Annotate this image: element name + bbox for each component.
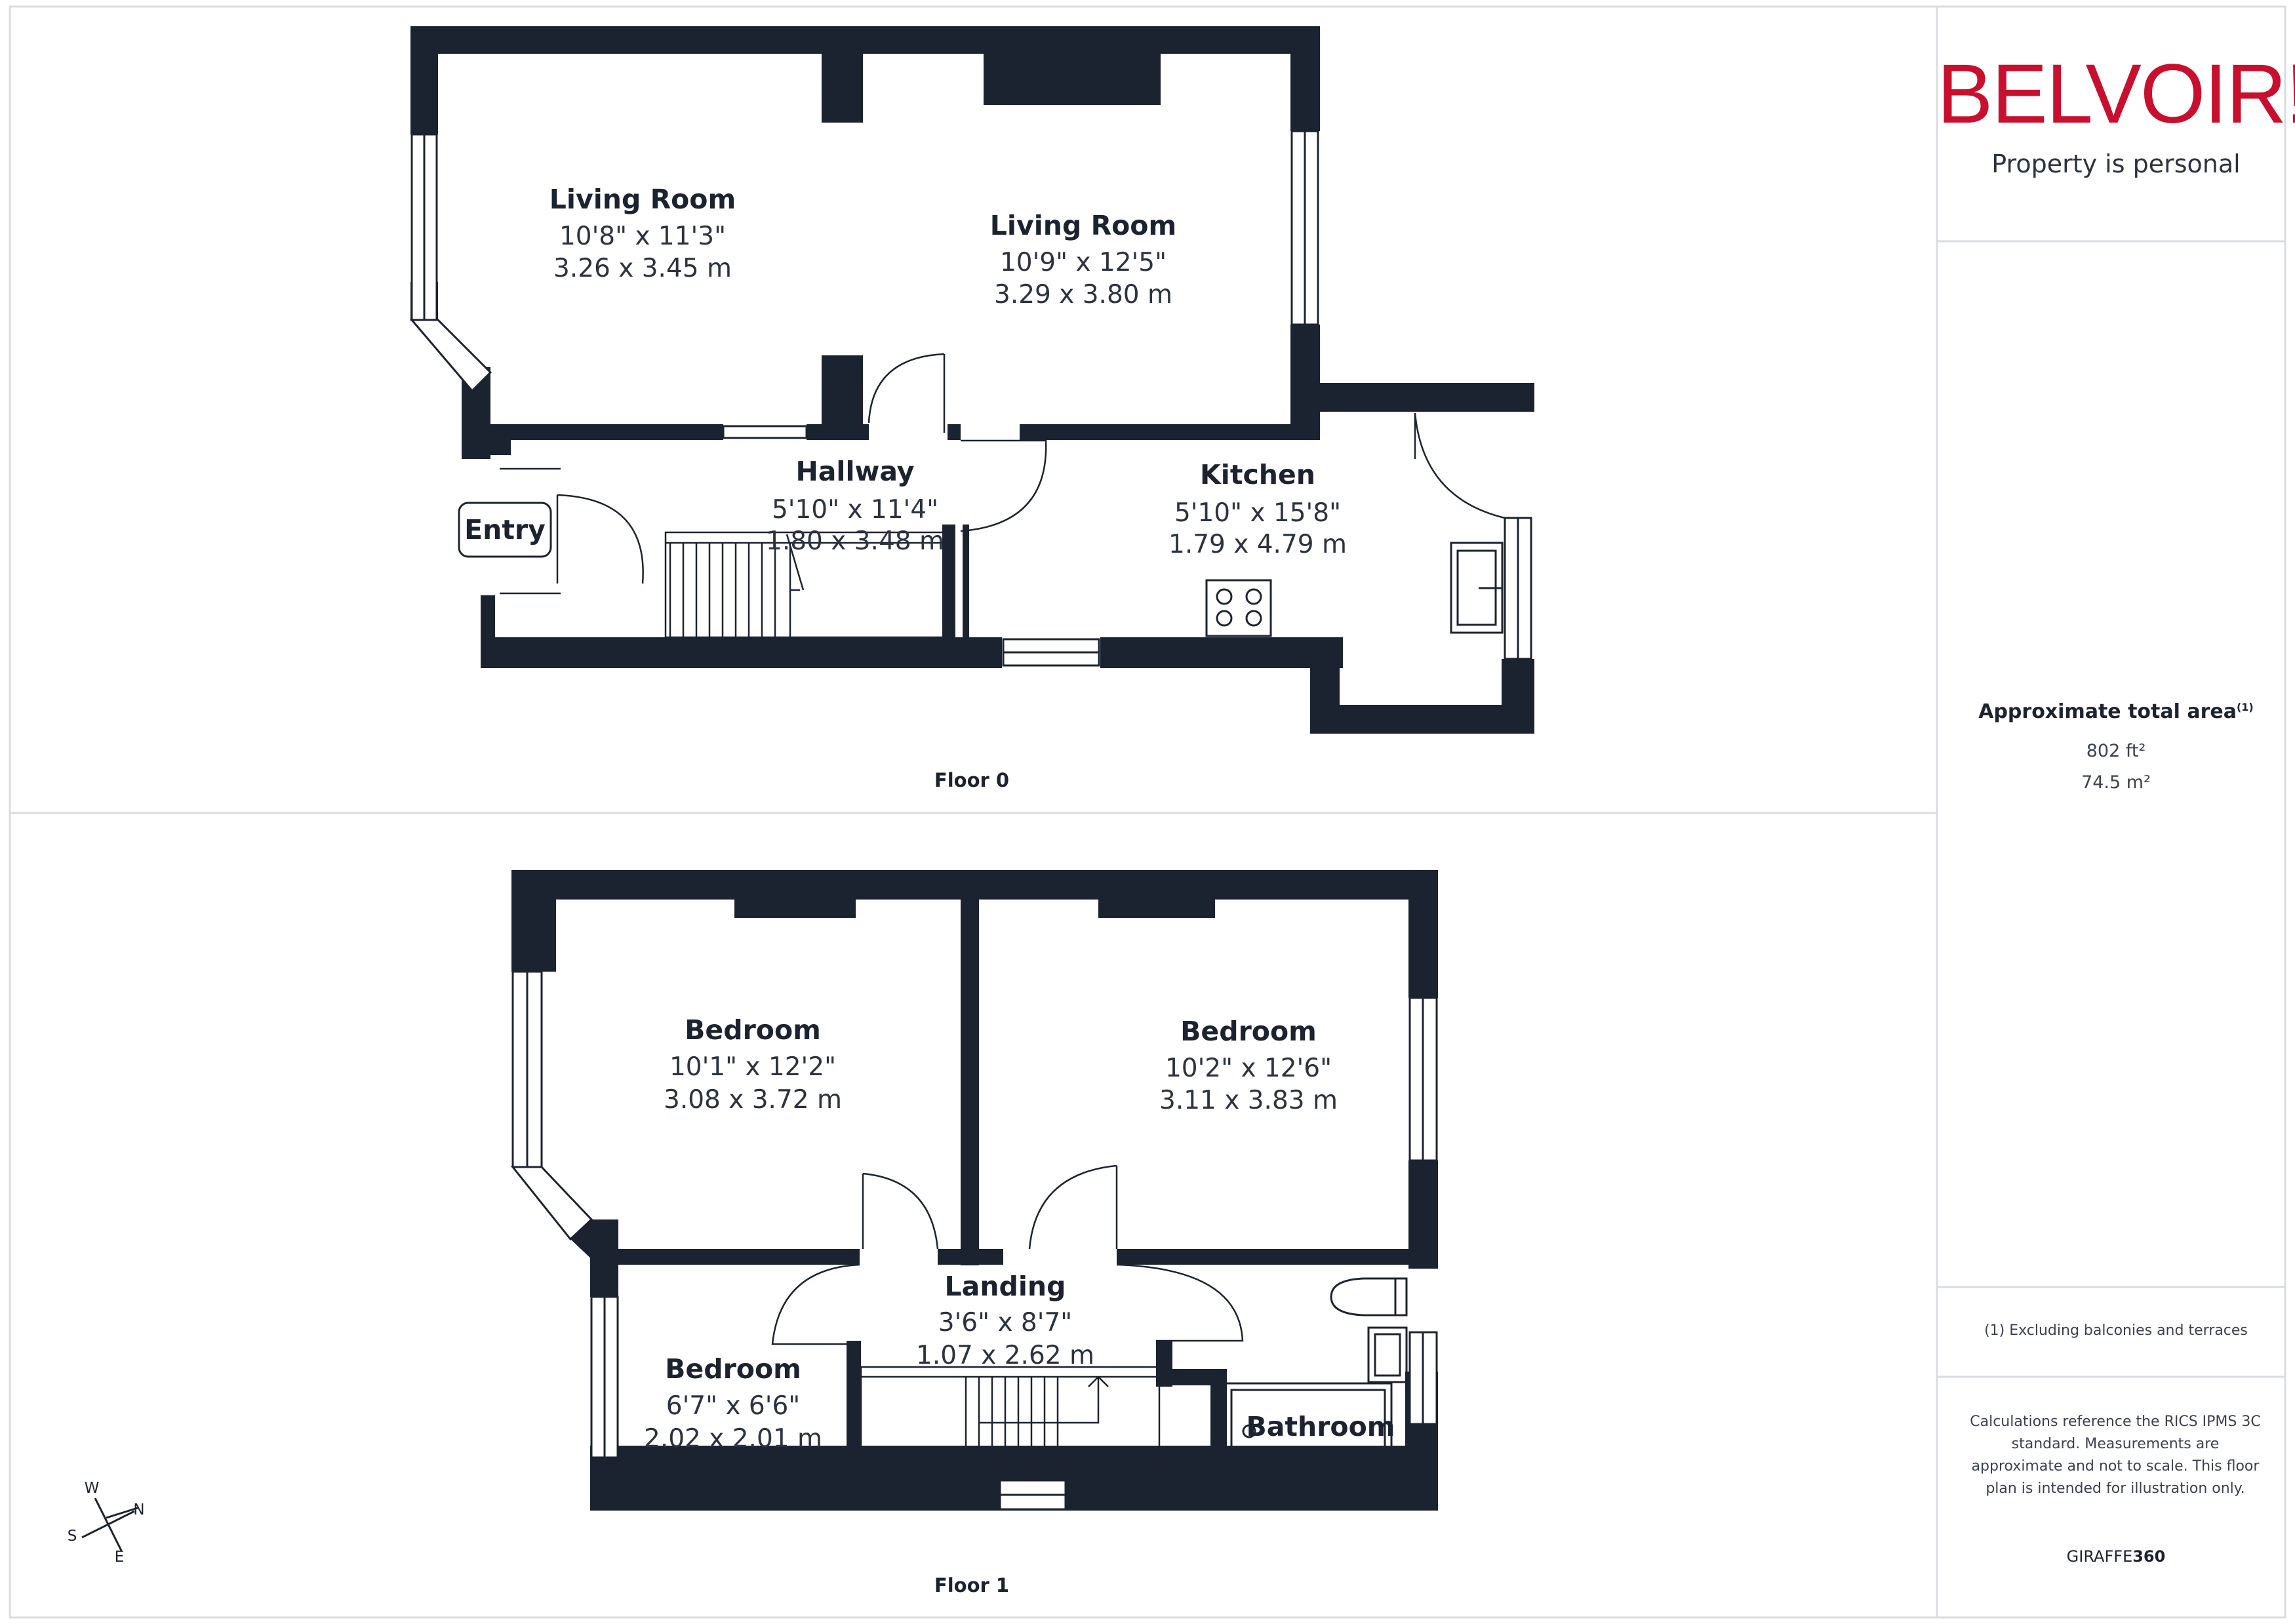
room-dimensions-imperial: 10'1" x 12'2" <box>669 1052 836 1082</box>
belvoir-logo: BELVOIR! <box>1937 47 2295 141</box>
hob-icon <box>1205 579 1272 637</box>
brand-tagline: Property is personal <box>1991 149 2241 178</box>
room-name: Living Room <box>990 210 1176 241</box>
floor-0-labels: Living Room 10'8" x 11'3" 3.26 x 3.45 m … <box>464 184 1347 791</box>
sink-icon <box>1450 542 1504 634</box>
page-frame <box>9 5 2286 1619</box>
floor-0-windows <box>409 130 1532 667</box>
room-name: Bedroom <box>665 1353 801 1385</box>
room-name: Bathroom <box>1247 1411 1395 1442</box>
area-title-text: Approximate total area <box>1978 700 2237 723</box>
floor-1-stairs <box>860 1366 1161 1480</box>
credit-prefix: GIRAFFE <box>2066 1547 2133 1566</box>
room-dimensions-metric: 3.11 x 3.83 m <box>1159 1086 1338 1115</box>
room-name: Living Room <box>549 184 736 215</box>
floor-label: Floor 1 <box>934 1574 1009 1596</box>
floor-1-windows <box>510 970 1438 1511</box>
floor-0-walls <box>410 26 1534 734</box>
room-dimensions-metric: 3.08 x 3.72 m <box>664 1085 842 1115</box>
room-dimensions-metric: 2.02 x 2.01 m <box>644 1424 822 1454</box>
footnote-marker: (1) <box>2236 701 2254 713</box>
room-dimensions-metric: 3.29 x 3.80 m <box>994 280 1172 309</box>
compass-e: E <box>115 1549 125 1566</box>
room-dimensions-imperial: 10'8" x 11'3" <box>559 222 726 251</box>
compass-icon: W N S E <box>68 1480 145 1566</box>
floor-0-doors <box>500 353 1506 595</box>
room-dimensions-imperial: 6'7" x 6'6" <box>666 1391 800 1421</box>
area-sqm: 74.5 m² <box>2081 772 2151 793</box>
room-dimensions-imperial: 3'6" x 8'7" <box>938 1308 1072 1337</box>
room-dimensions-metric: 1.80 x 3.48 m <box>766 526 944 556</box>
room-dimensions-imperial: 10'9" x 12'5" <box>1000 248 1167 277</box>
entry-tag <box>458 502 552 558</box>
basin-icon <box>1367 1326 1408 1383</box>
room-name: Bedroom <box>685 1014 821 1046</box>
floor-1-labels: Bedroom 10'1" x 12'2" 3.08 x 3.72 m Bedr… <box>644 1014 1395 1596</box>
room-name: Bedroom <box>1180 1016 1317 1047</box>
compass-w: W <box>85 1480 100 1497</box>
room-dimensions-metric: 1.79 x 4.79 m <box>1168 530 1347 559</box>
room-dimensions-metric: 3.26 x 3.45 m <box>553 254 732 283</box>
room-dimensions-metric: 1.07 x 2.62 m <box>916 1341 1094 1370</box>
room-name: Kitchen <box>1200 459 1315 490</box>
compass-s: S <box>68 1528 77 1545</box>
toilet-icon <box>1330 1277 1408 1317</box>
bathtub-icon <box>1224 1382 1393 1480</box>
room-name: Landing <box>945 1271 1066 1302</box>
floor-0-stairs <box>664 531 946 639</box>
credit-suffix: 360 <box>2132 1547 2166 1566</box>
giraffe360-credit: GIRAFFE360 <box>1937 1547 2295 1566</box>
room-dimensions-imperial: 10'2" x 12'6" <box>1165 1054 1332 1083</box>
room-dimensions-imperial: 5'10" x 11'4" <box>772 495 938 525</box>
disclaimer-text: Calculations reference the RICS IPMS 3C … <box>1970 1414 2261 1497</box>
entry-label: Entry <box>464 514 546 545</box>
floor-label: Floor 0 <box>934 769 1009 791</box>
area-sqft: 802 ft² <box>2086 741 2146 761</box>
floor-1-doors <box>771 1164 1244 1345</box>
room-dimensions-imperial: 5'10" x 15'8" <box>1174 498 1341 528</box>
area-footnote: (1) Excluding balconies and terraces <box>1984 1322 2248 1339</box>
compass-n: N <box>133 1501 144 1518</box>
area-title: Approximate total area(1) <box>1937 700 2295 723</box>
room-name: Hallway <box>795 456 914 487</box>
